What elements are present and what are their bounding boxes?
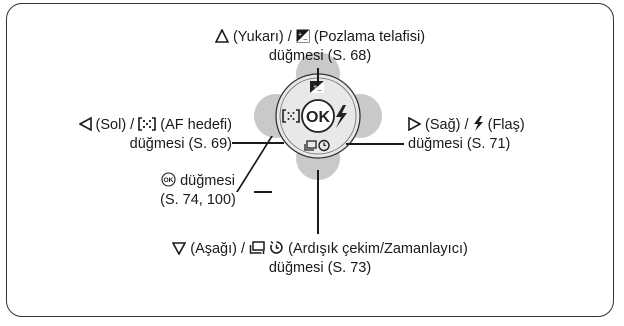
label-up-prefix: (Yukarı) / (232, 29, 292, 45)
triangle-right-icon (408, 117, 425, 133)
sequential-shooting-icon (249, 241, 269, 257)
label-right: (Sağ) / (Flaş) düğmesi (S. 71) (408, 116, 598, 154)
label-ok-line1: düğmesi (180, 173, 235, 189)
label-left: (Sol) / (AF hedefi) düğmesi (S. 69) (26, 116, 232, 154)
triangle-up-icon (214, 29, 233, 45)
flash-icon (473, 116, 488, 133)
ok-button (301, 99, 335, 133)
label-left-line2: düğmesi (S. 69) (129, 136, 232, 152)
triangle-down-icon (172, 241, 190, 257)
pad-exposure-icon: + – (310, 81, 324, 95)
label-down-line2: düğmesi (S. 73) (268, 260, 372, 276)
leader-ok-h (254, 191, 272, 193)
label-up-suffix: (Pozlama telafisi) (313, 29, 426, 45)
self-timer-icon (269, 241, 288, 257)
svg-text:+: + (298, 32, 302, 39)
leader-down (317, 170, 319, 234)
pad-af-target-icon (282, 109, 300, 123)
label-down: (Aşağı) / (Ardışık çekim/Zamanlayıcı) dü… (120, 240, 520, 278)
label-down-suffix: (Ardışık çekim/Zamanlayıcı) (288, 241, 468, 257)
leader-left (232, 142, 284, 144)
label-up-line2: düğmesi (S. 68) (268, 48, 372, 64)
svg-text:–: – (303, 37, 307, 44)
exposure-compensation-icon: +– (296, 29, 314, 45)
label-left-suffix: (AF hedefi) (160, 117, 232, 133)
ok-circle-icon: OK (161, 172, 180, 189)
ok-button-text: OK (306, 109, 330, 126)
pad-drive-icon (304, 139, 330, 152)
label-right-line2: düğmesi (S. 71) (408, 136, 511, 152)
pad-flash-icon (336, 105, 347, 128)
triangle-left-icon (78, 117, 96, 133)
af-target-icon (138, 117, 160, 133)
label-up: (Yukarı) / +– (Pozlama telafisi) düğmesi… (175, 28, 465, 66)
svg-text:+: + (313, 84, 317, 91)
label-left-prefix: (Sol) / (95, 117, 135, 133)
label-right-suffix: (Flaş) (487, 117, 525, 133)
diagram-frame (6, 3, 614, 317)
label-ok: OK düğmesi (S. 74, 100) (142, 172, 254, 210)
svg-text:–: – (318, 88, 322, 95)
svg-text:OK: OK (164, 177, 174, 184)
label-right-prefix: (Sağ) / (425, 117, 469, 133)
leader-up (317, 68, 319, 86)
leader-right (346, 143, 404, 145)
label-ok-line2: (S. 74, 100) (160, 192, 236, 208)
label-down-prefix: (Aşağı) / (190, 241, 246, 257)
